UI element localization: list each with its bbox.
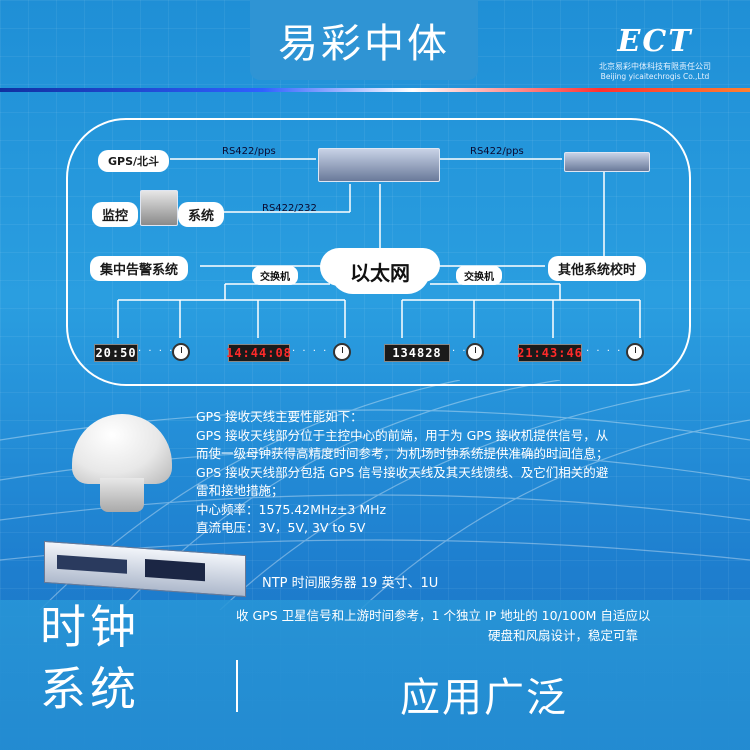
monitor-computer-icon (140, 190, 178, 226)
specs-line-4: GPS 接收天线部分包括 GPS 信号接收天线及其天线馈线、及它们相关的避 (196, 464, 609, 480)
rs422-232-label: RS422/232 (262, 203, 317, 214)
server-front-bar (57, 554, 127, 574)
gps-beidou-label: GPS/北斗 (98, 150, 170, 172)
ntp-server-title: NTP 时间服务器 19 英寸、1U (262, 576, 439, 591)
specs-line-3: 而使一级母钟获得高精度时间参考，为机场时钟系统提供准确的时间信息； (196, 446, 609, 461)
logo-en-text: Beijing yicaitechrogis Co.,Ltd (600, 72, 710, 81)
footer-left-line-1: 时钟 (40, 600, 140, 654)
system-label: 系统 (178, 202, 225, 227)
gps-antenna-base (100, 478, 144, 512)
analog-clock-3-icon (466, 343, 484, 361)
ethernet-cloud: 以太网 (330, 248, 430, 294)
bottom-banner (0, 600, 750, 750)
specs-line-7: 直流电压：3V，5V, 3V to 5V (196, 520, 366, 535)
company-logo: ECT 北京易彩中体科技有限责任公司 Beijing yicaitechrogi… (590, 24, 720, 84)
analog-clock-1-icon (172, 343, 190, 361)
spectrum-bar (0, 88, 750, 92)
footer-divider (236, 660, 238, 712)
switch-left-label: 交换机 (252, 266, 298, 285)
alarm-system-label: 集中告警系统 (90, 256, 189, 281)
analog-clock-4-icon (626, 343, 644, 361)
analog-clock-2-icon (333, 343, 351, 361)
switch-right-label: 交换机 (456, 266, 502, 285)
dots-3: · · · (452, 346, 478, 357)
dots-4: · · · · (586, 346, 623, 357)
logo-cn-text: 北京易彩中体科技有限责任公司 (599, 62, 711, 71)
master-clock-device (318, 148, 440, 182)
page-title: 易彩中体 (250, 0, 478, 80)
other-system-label: 其他系统校时 (548, 256, 647, 281)
sub-clock-device (564, 152, 650, 172)
specs-line-6: 中心频率：1575.42MHz±3 MHz (196, 501, 387, 517)
clock-display-2: 14:44:08 (226, 344, 292, 362)
antenna-specs: GPS 接收天线主要性能如下： GPS 接收天线部分位于主控中心的前端，用于为 … (196, 408, 716, 538)
product-desc-line-2: 硬盘和风扇设计，稳定可靠 (488, 628, 639, 643)
clock-display-1: 20:50 (94, 344, 138, 362)
footer-left-line-2: 系统 (40, 662, 140, 716)
rs422-pps-left-label: RS422/pps (222, 146, 276, 157)
logo-mark: ECT (617, 24, 693, 59)
server-panel (145, 559, 205, 582)
specs-line-5: 雷和接地措施； (196, 483, 284, 498)
specs-line-1: GPS 接收天线主要性能如下： (196, 409, 363, 424)
clock-display-3: 134828 (384, 344, 450, 362)
dots-1: · · · · (138, 346, 175, 357)
product-desc-line-1: 收 GPS 卫星信号和上游时间参考，1 个独立 IP 地址的 10/100M 自… (236, 608, 651, 623)
footer-right-title: 应用广泛 (400, 675, 568, 721)
monitor-label: 监控 (92, 202, 139, 227)
footer-left-title: 时钟 系统 (40, 596, 180, 720)
specs-line-2: GPS 接收天线部分位于主控中心的前端，用于为 GPS 接收机提供信号，从 (196, 427, 609, 443)
dots-2: · · · · (292, 346, 329, 357)
clock-display-4: 21:43:46 (517, 344, 583, 362)
network-frame (66, 118, 691, 386)
rs422-pps-right-label: RS422/pps (470, 146, 524, 157)
